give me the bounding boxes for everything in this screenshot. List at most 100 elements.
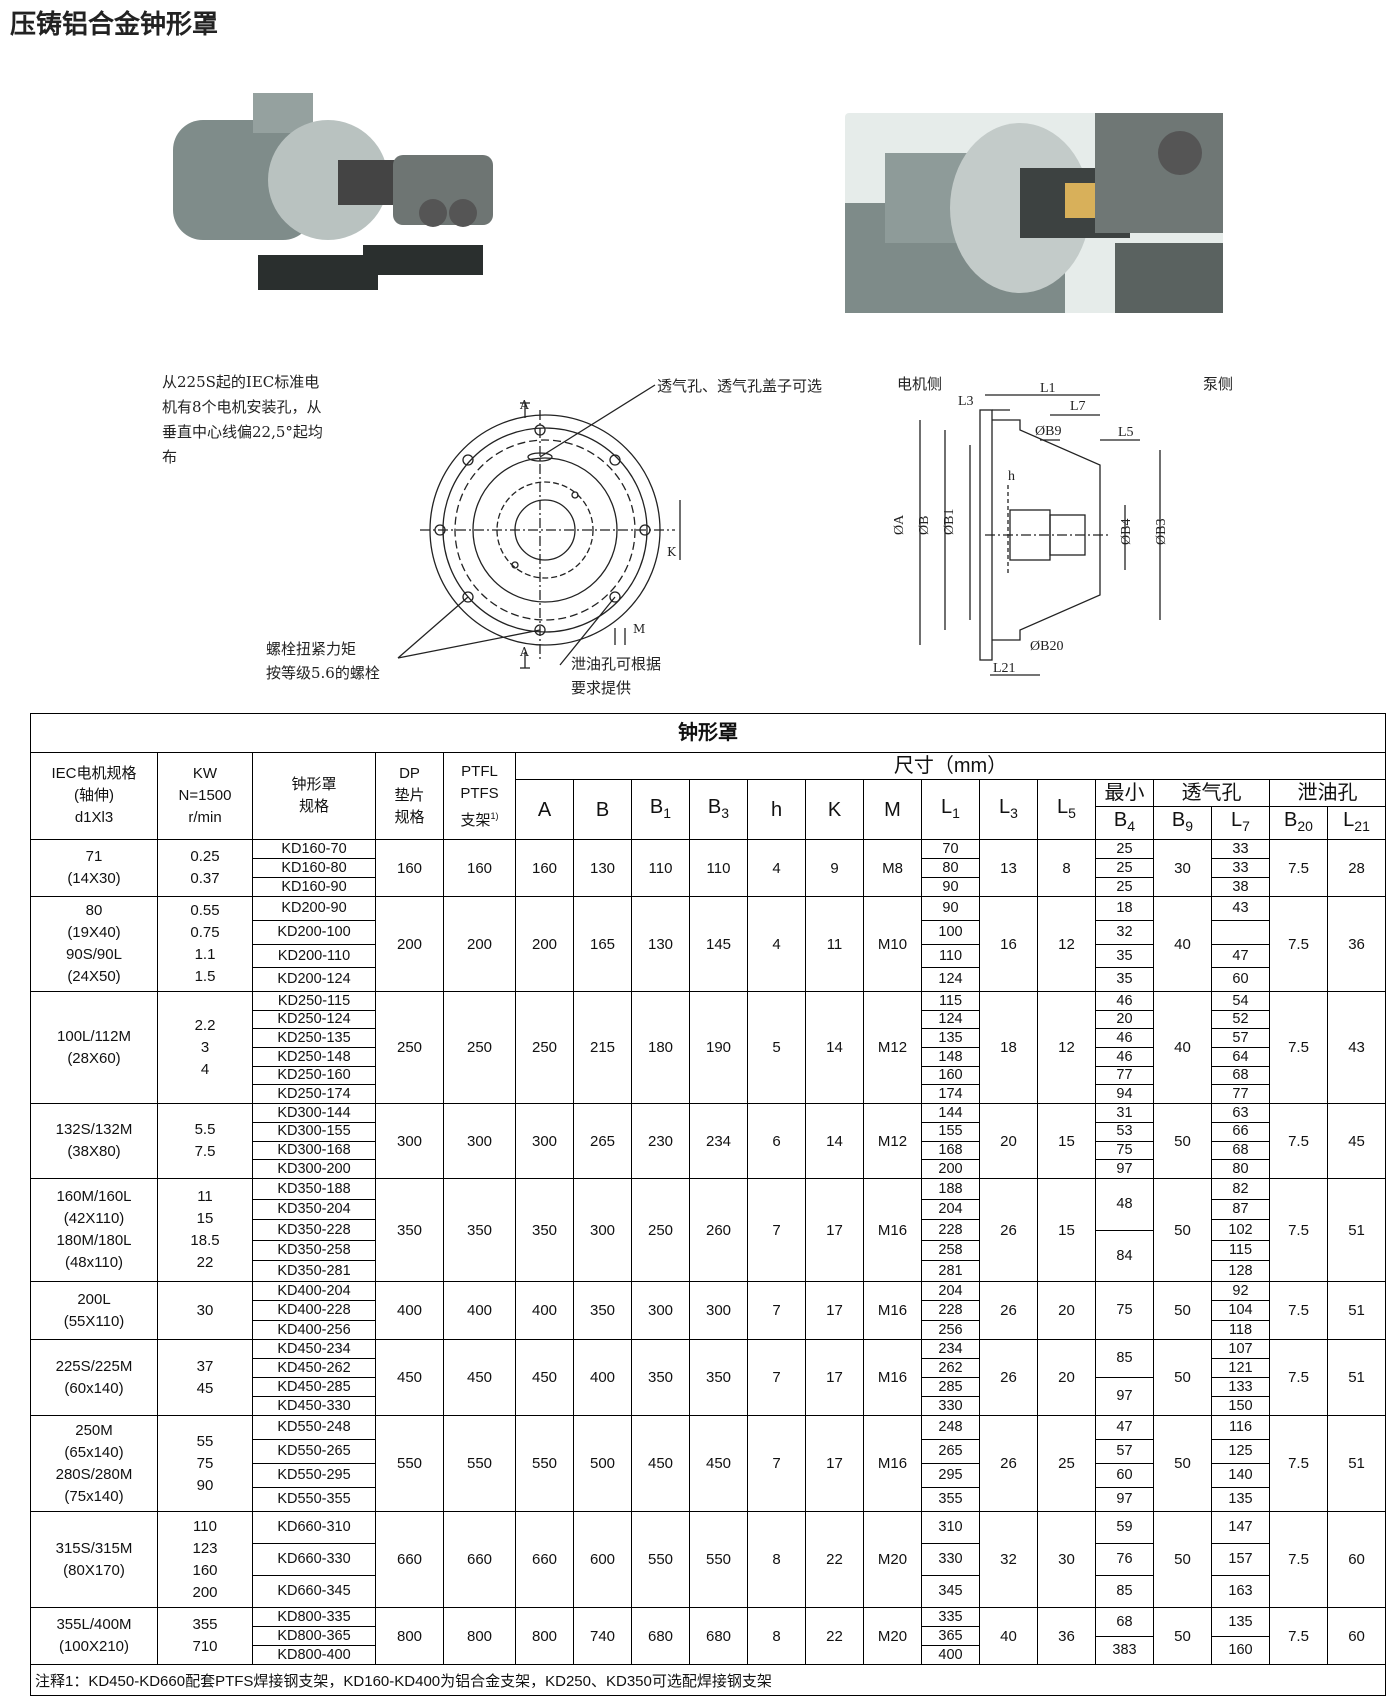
cell-spec-value: KD250-160: [253, 1065, 375, 1085]
cell-L1-value: 258: [922, 1239, 979, 1261]
cell-L7-value: 47: [1212, 943, 1269, 968]
cell-spec-value: KD660-330: [253, 1543, 375, 1575]
cell-spec-value: KD300-155: [253, 1121, 375, 1141]
cell-B3: 260: [689, 1178, 748, 1282]
cell-B9: 50: [1153, 1415, 1212, 1512]
cell-spec-value: KD250-115: [277, 992, 351, 1009]
cell-L1-value: 115: [938, 992, 963, 1009]
cell-L1-value: 330: [922, 1396, 979, 1415]
cell-K: 17: [805, 1339, 864, 1416]
cell-L1-value: 310: [938, 1519, 963, 1536]
col-B9: B9: [1153, 806, 1212, 840]
cell-L1-value: 400: [922, 1645, 979, 1664]
cell-L21: 51: [1326, 1281, 1387, 1340]
cell-K: 22: [805, 1607, 864, 1665]
svg-text:L7: L7: [1070, 399, 1086, 414]
cell-spec-value: KD200-110: [253, 943, 375, 968]
cell-B4-value: 75: [1116, 1302, 1133, 1319]
cell-L7-value: 150: [1212, 1396, 1269, 1415]
vent-group-header: 透气孔: [1153, 779, 1270, 807]
cell-ptfl: 350: [443, 1178, 516, 1282]
cell-B1: 110: [631, 839, 690, 897]
cell-M: M16: [863, 1415, 922, 1512]
cell-spec-value: KD450-285: [253, 1377, 375, 1396]
cell-B9: 40: [1153, 896, 1212, 992]
cell-B20: 7.5: [1269, 1607, 1328, 1665]
cell-L1-value: 135: [922, 1028, 979, 1047]
svg-text:L3: L3: [958, 394, 974, 409]
cell-dp: 200: [375, 896, 444, 992]
product-photo-motor-pump: [163, 85, 528, 305]
cell-L1-value: 281: [922, 1260, 979, 1281]
cell-spec-value: KD300-144: [277, 1104, 351, 1121]
col-B1: B1: [631, 779, 690, 840]
cell-L1-value: 228: [922, 1219, 979, 1240]
cell-B4-value: 20: [1096, 1009, 1153, 1029]
col-B: B: [573, 779, 632, 840]
dim-m-label: M: [633, 622, 646, 636]
cell-L7-value: 64: [1212, 1047, 1269, 1066]
cell-L7-value: 157: [1212, 1543, 1269, 1575]
cell-L3: 26: [979, 1178, 1038, 1282]
cell-L5: 12: [1037, 896, 1096, 992]
cell-L1-value: 100: [922, 919, 979, 944]
cell-ptfl: 250: [443, 991, 516, 1104]
cell-ptfl: 300: [443, 1103, 516, 1179]
cell-L3: 18: [979, 991, 1038, 1104]
cell-K: 9: [805, 839, 864, 897]
col-L5: L5: [1037, 779, 1096, 840]
cell-L7-value: 115: [1212, 1239, 1269, 1261]
cell-B4-value: 77: [1096, 1065, 1153, 1085]
cell-L7-value: 121: [1212, 1358, 1269, 1377]
cell-L1-value: 200: [922, 1159, 979, 1178]
cell-spec-value: KD350-228: [253, 1219, 375, 1240]
pump-side-label: 泵侧: [1203, 375, 1234, 393]
cell-B4-value: 85: [1096, 1575, 1153, 1607]
cell-iec: 315S/315M(80X170): [30, 1511, 158, 1608]
cell-B9: 50: [1153, 1339, 1212, 1416]
cell-B3: 680: [689, 1607, 748, 1665]
cell-spec-value: KD160-80: [253, 858, 375, 877]
cell-L7-value: 104: [1212, 1300, 1269, 1319]
cell-L7-value: 60: [1212, 967, 1269, 991]
cell-spec-value: KD250-148: [253, 1047, 375, 1066]
cell-B1: 250: [631, 1178, 690, 1282]
cell-B4-value: 46: [1096, 1047, 1153, 1066]
cell-B: 215: [573, 991, 632, 1104]
cell-dp: 300: [375, 1103, 444, 1179]
cell-A: 550: [515, 1415, 574, 1512]
cell-L7-value: 92: [1232, 1282, 1249, 1299]
cell-spec-value: KD200-100: [253, 919, 375, 944]
cell-L7-value: 147: [1228, 1519, 1253, 1536]
cell-L7-value: 87: [1212, 1198, 1269, 1220]
motor-side-label: 电机侧: [897, 375, 943, 393]
col-K: K: [805, 779, 864, 840]
cell-A: 200: [515, 896, 574, 992]
svg-text:ØB9: ØB9: [1035, 424, 1061, 439]
col-h: h: [747, 779, 806, 840]
cell-L21: 36: [1326, 896, 1387, 992]
cell-L1-value: 345: [922, 1575, 979, 1607]
cell-L5: 15: [1037, 1178, 1096, 1282]
cell-L1-value: 285: [922, 1377, 979, 1396]
